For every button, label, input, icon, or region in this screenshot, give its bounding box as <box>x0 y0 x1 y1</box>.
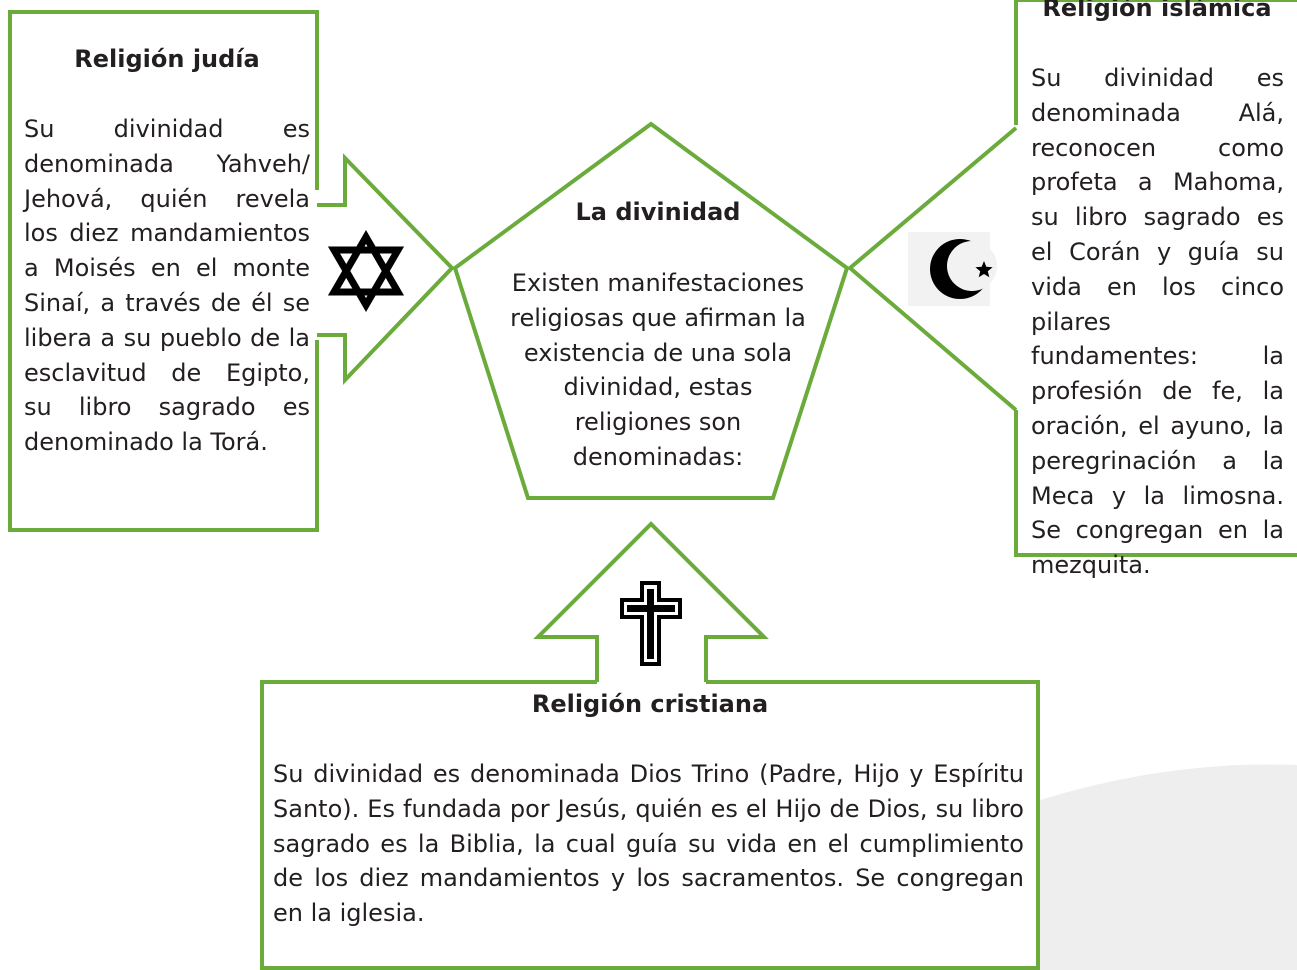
cross-icon <box>620 581 682 666</box>
christianity-title: Religión cristiana <box>531 690 769 718</box>
christianity-box-outline <box>260 680 1040 970</box>
judaism-body: Su divinidad es denominada Yahveh/ Jehov… <box>24 115 310 457</box>
judaism-box-outline <box>8 10 319 532</box>
star-of-david-icon <box>327 230 405 312</box>
islam-body: Su divinidad es denominada Alá, reconoce… <box>1031 64 1284 580</box>
crescent-star-icon <box>930 239 997 299</box>
islam-arrow <box>846 126 1018 412</box>
judaism-title: Religión judía <box>74 45 260 73</box>
islam-box-outline <box>1014 0 1297 125</box>
background-swoosh <box>1040 764 1297 970</box>
islam-box-outline-lower <box>1014 410 1297 557</box>
center-pentagon <box>452 121 850 500</box>
christianity-body: Su divinidad es denominada Dios Trino (P… <box>273 760 1024 928</box>
center-title: La divinidad <box>575 198 741 226</box>
center-body: Existen manifestaciones religiosas que a… <box>510 269 806 471</box>
islam-title: Religión islámica <box>1042 0 1272 22</box>
